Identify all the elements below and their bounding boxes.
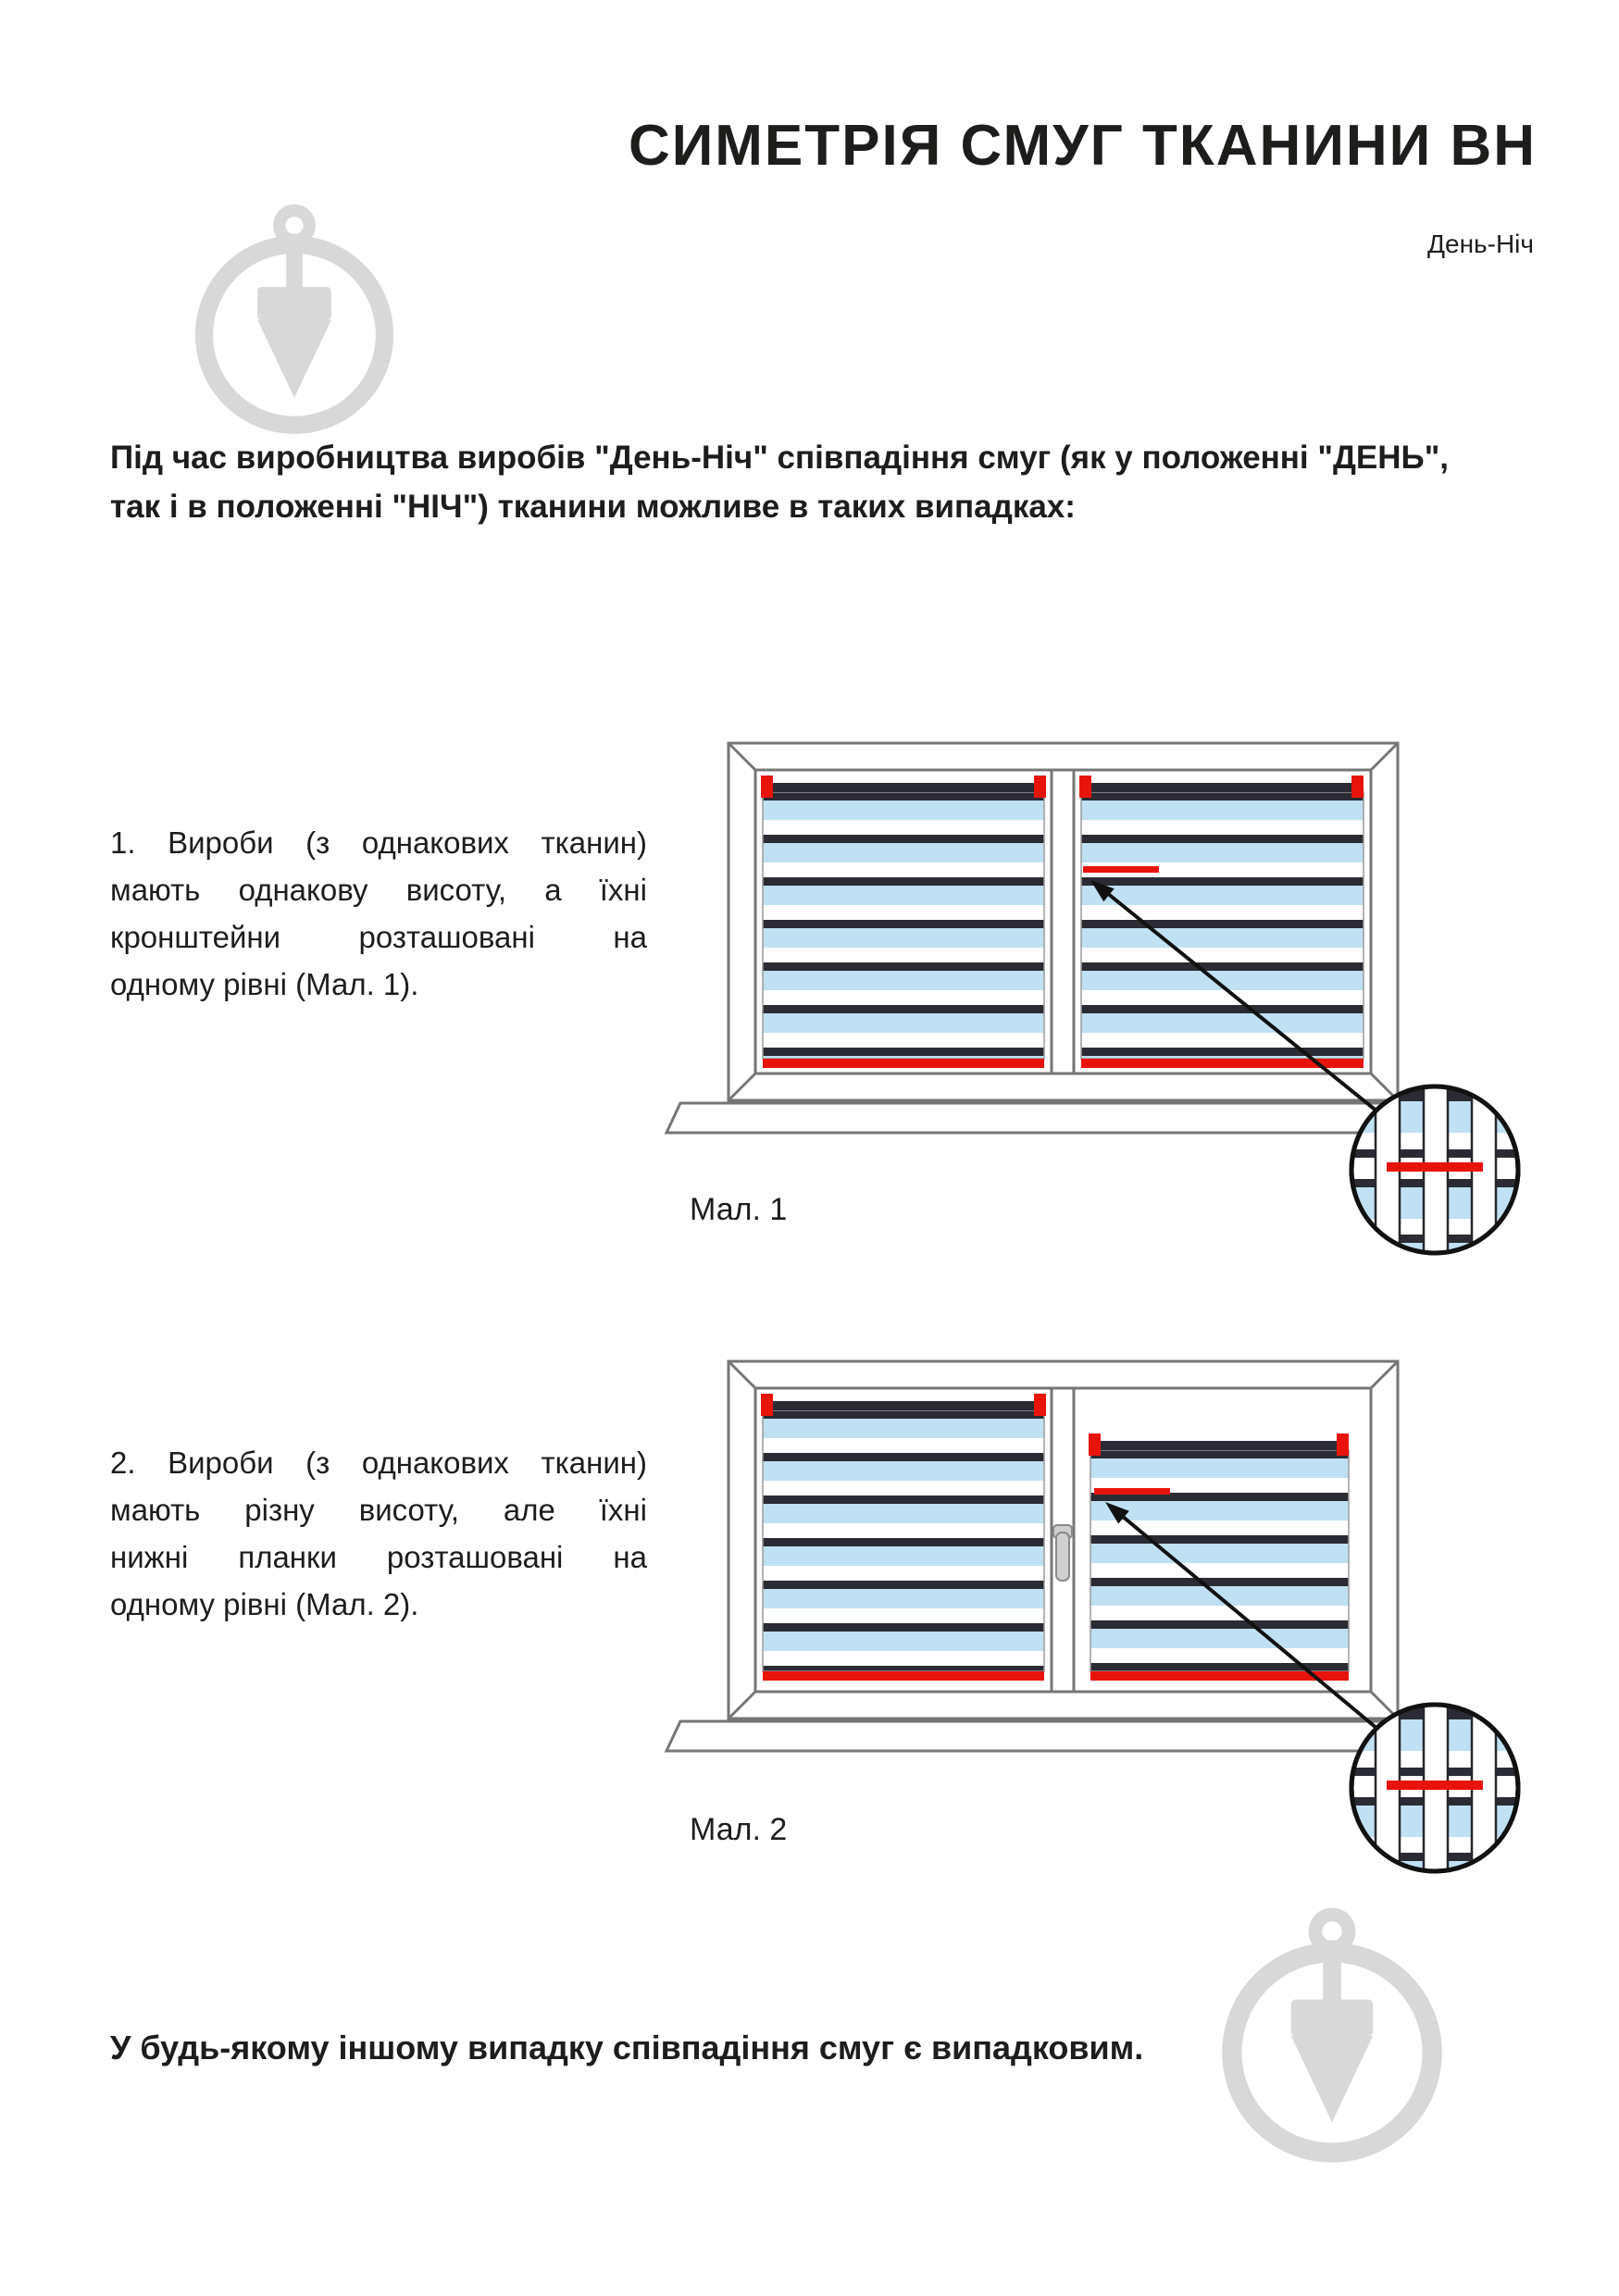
footer-statement: У будь-якому іншому випадку співпадіння …	[110, 2029, 1144, 2066]
figure-1-illustration	[664, 741, 1521, 1256]
case-1-paragraph: 1. Вироби (з однакових тканин) мають одн…	[110, 819, 647, 1009]
page-title: СИМЕТРІЯ СМУГ ТКАНИНИ ВН	[628, 114, 1537, 178]
brand-watermark-icon	[1222, 1907, 1442, 2163]
window-sill	[664, 1719, 1412, 1753]
blind-bracket	[1337, 1433, 1349, 1456]
case-1-line: мають однакову висоту, а їхні	[110, 873, 647, 908]
blind-bracket	[1079, 776, 1091, 798]
blind-bracket	[1034, 1394, 1046, 1416]
bottom-bar	[1090, 1671, 1349, 1681]
blind-bracket	[761, 776, 773, 798]
stripe-alignment-marker	[1094, 1488, 1170, 1495]
stripe-alignment-marker	[1083, 866, 1159, 873]
right-blind	[1079, 776, 1364, 1068]
blind-bracket	[761, 1394, 773, 1416]
intro-paragraph: Під час виробництва виробів "День-Ніч" с…	[110, 433, 1449, 531]
magnifier-detail-icon	[1349, 1702, 1521, 1874]
bottom-bar	[1081, 1059, 1364, 1068]
figure-1-diagram	[648, 731, 1537, 1277]
intro-line: так і в положенні "НІЧ") тканини можливе…	[110, 489, 1076, 526]
window-handle-icon	[1052, 1524, 1073, 1582]
figure-2-diagram	[648, 1349, 1537, 1895]
brand-watermark-icon	[194, 204, 394, 434]
bottom-bar	[763, 1059, 1044, 1068]
case-2-line: 2. Вироби (з однакових тканин)	[110, 1446, 647, 1480]
blind-bracket	[1034, 776, 1046, 798]
page-subtitle: День-Ніч	[1427, 230, 1534, 258]
intro-line: Під час виробництва виробів "День-Ніч" с…	[110, 440, 1450, 476]
window-sill	[664, 1101, 1412, 1135]
blind-bracket	[1089, 1433, 1101, 1456]
left-blind	[761, 776, 1046, 1068]
case-1-line: кронштейни розташовані на	[110, 920, 647, 955]
pointer-arrow	[1090, 880, 1424, 1149]
left-blind	[761, 1394, 1046, 1681]
case-2-paragraph: 2. Вироби (з однакових тканин) мають різ…	[110, 1439, 647, 1629]
case-1-line: одному рівні (Мал. 1).	[110, 967, 419, 1002]
figure-1-caption: Мал. 1	[690, 1192, 788, 1227]
case-2-line: мають різну висоту, але їхні	[110, 1493, 647, 1528]
bottom-bar	[763, 1671, 1044, 1681]
pointer-arrow	[1105, 1502, 1424, 1768]
case-2-line: одному рівні (Мал. 2).	[110, 1587, 419, 1622]
figure-2-caption: Мал. 2	[690, 1812, 788, 1847]
right-blind	[1089, 1433, 1350, 1681]
magnifier-detail-icon	[1349, 1084, 1521, 1256]
blind-bracket	[1351, 776, 1364, 798]
figure-2-illustration	[664, 1359, 1521, 1874]
case-2-line: нижні планки розташовані на	[110, 1540, 647, 1575]
case-1-line: 1. Вироби (з однакових тканин)	[110, 825, 647, 860]
